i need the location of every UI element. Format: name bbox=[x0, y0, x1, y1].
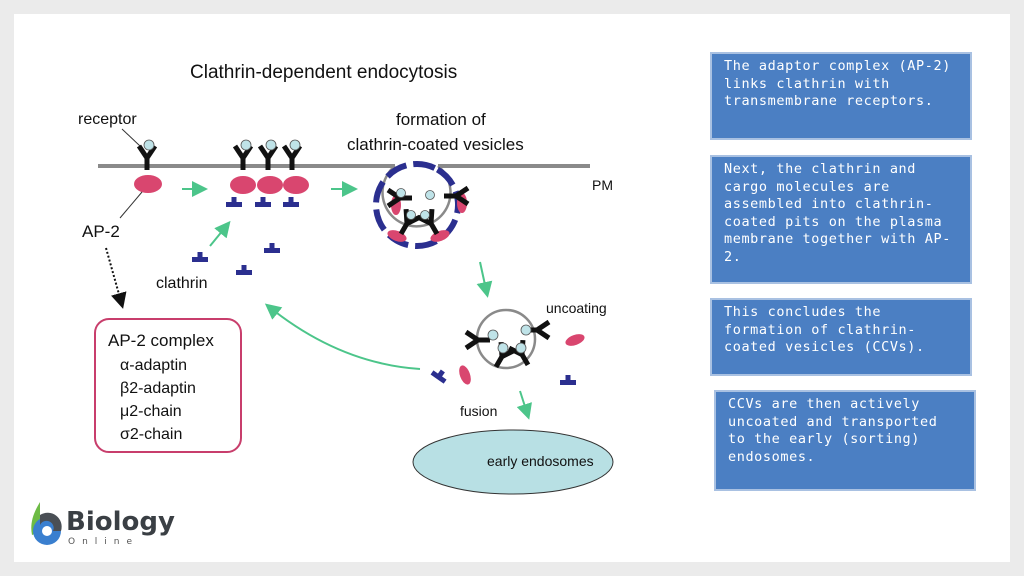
uncoating-label: uncoating bbox=[546, 300, 607, 316]
formation-label-2: clathrin-coated vesicles bbox=[347, 135, 524, 154]
pm-label: PM bbox=[592, 177, 613, 193]
uncoated-vesicle bbox=[430, 308, 585, 385]
logo-subtitle: Online bbox=[68, 537, 140, 547]
fusion-label: fusion bbox=[460, 403, 497, 419]
ap2-icon bbox=[134, 175, 162, 193]
info-box-2: Next, the clathrin and cargo molecules a… bbox=[710, 155, 972, 284]
receptor-icon bbox=[139, 139, 155, 170]
ap2-item: μ2-chain bbox=[120, 403, 182, 420]
diagram-title: Clathrin-dependent endocytosis bbox=[190, 62, 457, 83]
info-box-3: This concludes the formation of clathrin… bbox=[710, 298, 972, 376]
ap2-item: α-adaptin bbox=[120, 357, 187, 374]
early-endosome bbox=[412, 429, 614, 495]
info-box-4: CCVs are then actively uncoated and tran… bbox=[714, 390, 976, 491]
ap2-item: σ2-chain bbox=[120, 426, 182, 443]
receptor-leader bbox=[121, 128, 141, 147]
recycle-arrow bbox=[264, 303, 421, 370]
logo-name: Biology bbox=[66, 507, 175, 537]
arrow-icon bbox=[476, 261, 493, 298]
ap2-item: β2-adaptin bbox=[120, 380, 196, 397]
dotted-arrow bbox=[105, 247, 127, 309]
early-endosomes-label: early endosomes bbox=[487, 453, 594, 469]
info-box-1: The adaptor complex (AP-2) links clathri… bbox=[710, 52, 972, 140]
coated-pit bbox=[373, 161, 473, 249]
arrow-icon bbox=[516, 390, 532, 420]
ap2-leader bbox=[119, 191, 143, 219]
receptor-label: receptor bbox=[78, 111, 137, 128]
biology-online-logo bbox=[31, 502, 62, 545]
receptor-cluster bbox=[226, 139, 309, 207]
arrow-icon bbox=[209, 220, 231, 247]
ap2-label: AP-2 bbox=[82, 222, 120, 241]
clathrin-label: clathrin bbox=[156, 275, 208, 292]
formation-label-1: formation of bbox=[396, 110, 486, 129]
ap2-complex-title: AP-2 complex bbox=[108, 331, 214, 350]
ap2-complex-box bbox=[94, 318, 242, 453]
clathrin-icon bbox=[192, 243, 280, 275]
